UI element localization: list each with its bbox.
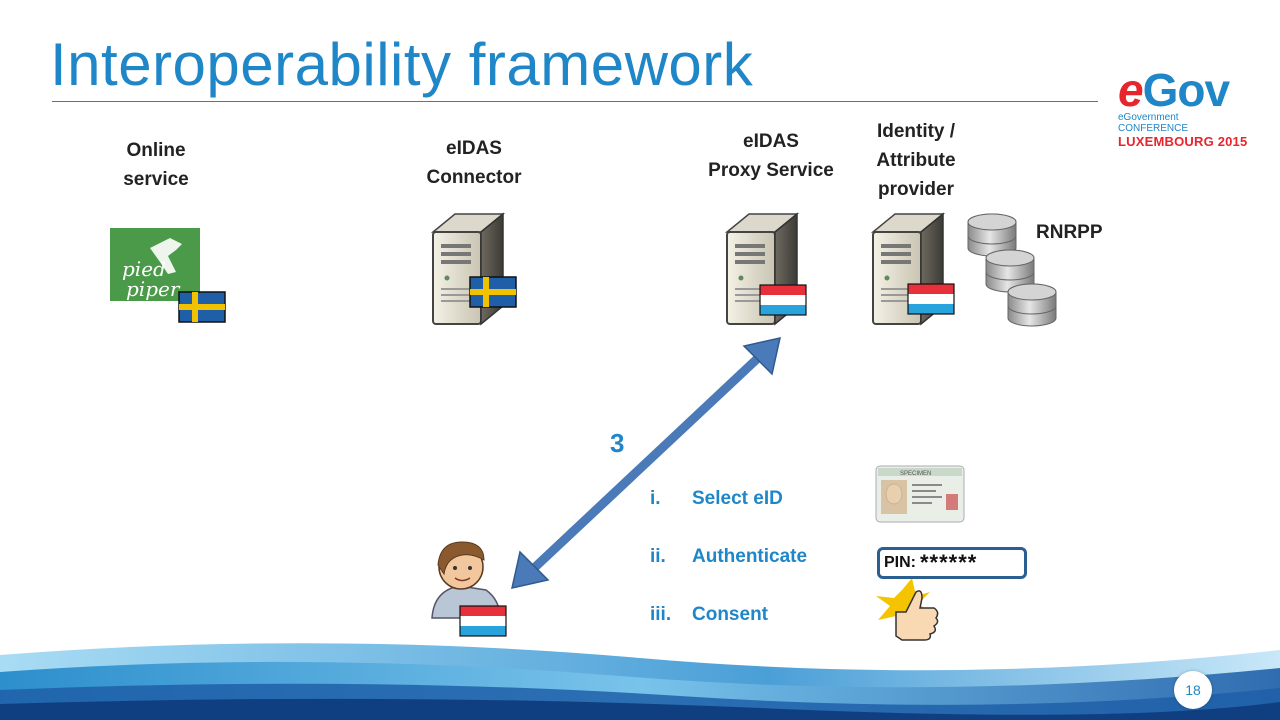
registry-label: RNRPP [1036,222,1103,243]
pin-label: PIN: [884,554,916,571]
step-3-text: Consent [692,604,768,625]
proxy-label-line1: eIDAS [743,131,799,152]
flag-luxembourg-proxy [759,284,807,316]
step-1-text: Select eID [692,488,783,509]
online-service-label-line2: service [123,169,189,190]
flag-sweden-connector [469,276,517,308]
step-1-number: i. [650,488,661,509]
online-service-label: Online service [96,136,216,194]
flag-luxembourg-idp [907,283,955,315]
connector-label-line2: Connector [426,167,522,188]
online-service-label-line1: Online [126,140,186,161]
pied-piper-logo-line2: piper [126,277,181,301]
thumbs-up-icon [876,578,939,641]
idp-label-line3: provider [877,179,955,200]
page-number: 18 [1174,671,1212,709]
connector-label-line1: eIDAS [446,138,502,159]
proxy-label: eIDAS Proxy Service [696,127,846,185]
decorative-wave-band [0,643,1280,720]
flow-arrow [511,337,781,589]
idp-label-line1: Identity / [876,121,956,142]
logo-subtitle: eGovernment CONFERENCE [1118,112,1189,134]
step-number: 3 [610,428,624,458]
flag-luxembourg-user [459,605,507,637]
user-icon [431,541,501,619]
page-title: Interoperability framework [50,31,754,98]
connector-label: eIDAS Connector [404,134,544,192]
step-3-number: iii. [650,604,672,625]
proxy-label-line2: Proxy Service [708,160,834,181]
steps-list: i. Select eID ii. Authenticate iii. Cons… [650,488,807,662]
id-card-specimen-text: SPECIMEN [900,471,931,477]
logo-gov: Gov [1142,64,1230,116]
idp-label: Identity / Attribute provider [856,117,976,204]
flag-sweden-online-service [178,291,226,323]
egov-logo: eGov eGovernment CONFERENCE LUXEMBOURG 2… [1118,67,1248,149]
pin-input: PIN: ****** [877,547,1027,579]
logo-e: e [1118,64,1144,116]
list-item: ii. Authenticate [650,546,807,604]
pin-mask: ****** [920,550,978,575]
idp-label-line2: Attribute [876,150,956,171]
title-divider [52,101,1098,102]
pied-piper-logo-line1: pied [122,257,166,281]
id-card-icon: SPECIMEN [875,465,965,523]
logo-edition: LUXEMBOURG 2015 [1118,134,1248,149]
step-2-text: Authenticate [692,546,808,567]
list-item: iii. Consent [650,604,807,662]
pied-piper-logo: pied piper [110,228,200,301]
step-2-number: ii. [650,546,666,567]
database-icon-3 [1007,283,1057,327]
list-item: i. Select eID [650,488,807,546]
